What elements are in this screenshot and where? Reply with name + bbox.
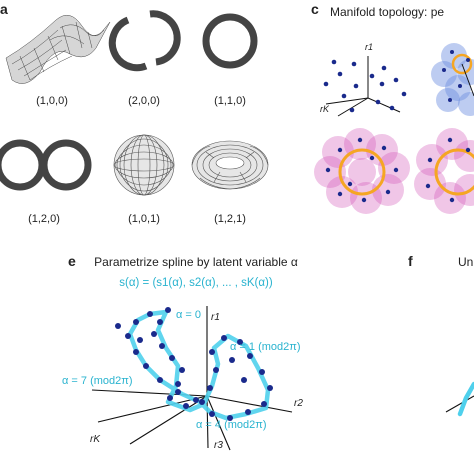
magenta-cloud-plot-1 bbox=[314, 128, 410, 214]
panel-f: f Un bbox=[408, 253, 474, 417]
axis-rk-label: rK bbox=[320, 104, 330, 114]
broken-ring-icon bbox=[108, 10, 181, 72]
panel-f-axes bbox=[445, 395, 474, 413]
panel-e-title: Parametrize spline by latent variable α bbox=[94, 255, 298, 269]
panel-letter-a: a bbox=[0, 1, 8, 17]
annotation-alpha-1: α = 1 (mod2π) bbox=[230, 341, 301, 353]
axis-r2-label: r2 bbox=[294, 398, 303, 409]
panel-f-title: Un bbox=[458, 255, 473, 269]
sphere-icon bbox=[113, 134, 175, 196]
axis-rk-label-e: rK bbox=[90, 434, 101, 445]
axis-r1-label: r1 bbox=[365, 42, 373, 52]
annotation-alpha-4: α = 4 (mod2π) bbox=[196, 419, 267, 431]
panel-c-title: Manifold topology: pe bbox=[330, 5, 444, 19]
annotation-alpha-0: α = 0 bbox=[176, 309, 201, 321]
panel-c: c Manifold topology: pe r1 rK bbox=[311, 1, 474, 214]
topology-label-1-2-0: (1,2,0) bbox=[28, 213, 60, 225]
wireframe-surface-icon bbox=[5, 14, 111, 84]
topology-label-1-1-0: (1,1,0) bbox=[214, 95, 246, 107]
neural-scatter-plot: r1 rK bbox=[320, 42, 407, 117]
torus-icon bbox=[191, 140, 269, 190]
spline-equation: s(α) = (s1(α), s2(α), ... , sK(α)) bbox=[119, 277, 273, 289]
topology-label-1-0-0: (1,0,0) bbox=[36, 95, 68, 107]
axis-r3-label: r3 bbox=[214, 440, 223, 451]
topology-label-2-0-0: (2,0,0) bbox=[128, 95, 160, 107]
double-ring-icon bbox=[0, 139, 92, 191]
neural-data-points bbox=[115, 307, 273, 421]
panel-e: e Parametrize spline by latent variable … bbox=[62, 253, 303, 451]
latent-spline-curve bbox=[127, 309, 271, 421]
panel-letter-c: c bbox=[311, 1, 319, 17]
panel-a: a (1,0,0) (2,0,0) (1,1,0) bbox=[0, 1, 269, 225]
topology-label-1-0-1: (1,0,1) bbox=[128, 213, 160, 225]
axis-r1-label-e: r1 bbox=[211, 312, 220, 323]
magenta-cloud-plot-2 bbox=[414, 128, 474, 214]
panel-letter-e: e bbox=[68, 253, 76, 269]
panel-f-spline bbox=[457, 381, 474, 417]
ring-icon bbox=[202, 13, 258, 69]
annotation-alpha-7: α = 7 (mod2π) bbox=[62, 375, 133, 387]
blue-cloud-plot bbox=[431, 43, 474, 116]
axes-3d bbox=[91, 306, 293, 451]
topology-label-1-2-1: (1,2,1) bbox=[214, 213, 246, 225]
panel-letter-f: f bbox=[408, 253, 413, 269]
